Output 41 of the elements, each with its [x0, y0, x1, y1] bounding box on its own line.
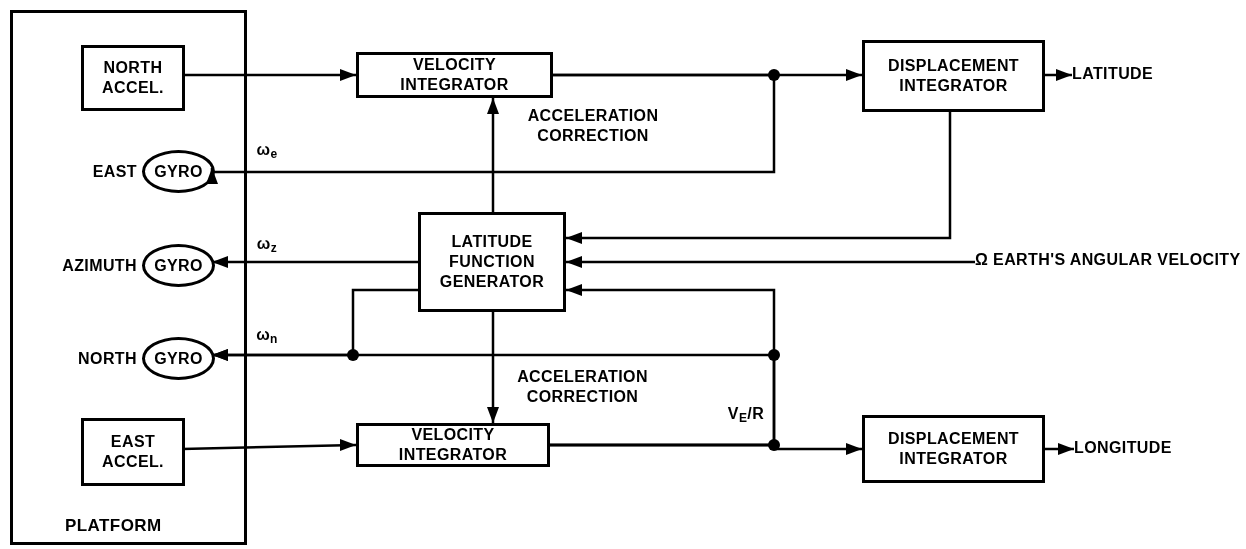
- output-text: LONGITUDE: [1074, 438, 1224, 460]
- process-box: [418, 212, 566, 312]
- box-label: GYRO: [154, 161, 203, 182]
- box-label: VELOCITY INTEGRATOR: [397, 425, 509, 465]
- arrow: [212, 256, 418, 268]
- arrow: [182, 69, 356, 81]
- arrow: [206, 73, 776, 184]
- box-label: GYRO: [154, 348, 203, 369]
- arrow: [212, 349, 776, 447]
- process-box: [356, 423, 550, 467]
- platform-box: [10, 10, 247, 545]
- box-label: LATITUDE FUNCTION GENERATOR: [438, 232, 546, 292]
- box-label: GYRO: [154, 255, 203, 276]
- box-label: DISPLACEMENT INTEGRATOR: [887, 56, 1020, 96]
- gyro-axis-label: AZIMUTH: [61, 256, 137, 276]
- edge-label: ω$_{n}$: [255, 325, 279, 345]
- edge-label: ω$_{e}$: [255, 140, 279, 160]
- box-label: VELOCITY INTEGRATOR: [399, 55, 510, 95]
- process-box: [356, 52, 553, 98]
- gyro-axis-label: EAST: [91, 162, 137, 182]
- box-label: EAST ACCEL.: [101, 432, 165, 472]
- process-box: [81, 418, 185, 486]
- gyro-axis-label: NORTH: [77, 349, 137, 369]
- edge-label: ACCELERATION CORRECTION: [526, 106, 660, 146]
- arrow: [1045, 443, 1074, 455]
- process-box: [862, 415, 1045, 483]
- edge-label: ω$_{z}$: [255, 234, 279, 254]
- box-label: NORTH ACCEL.: [101, 58, 165, 98]
- arrow: [487, 312, 499, 423]
- box-label: DISPLACEMENT INTEGRATOR: [887, 429, 1020, 469]
- process-box: [81, 45, 185, 111]
- arrow: [566, 112, 952, 244]
- platform-label: PLATFORM: [65, 514, 162, 537]
- arrow: [487, 98, 499, 212]
- output-text: LATITUDE: [1072, 64, 1212, 86]
- process-box: [862, 40, 1045, 112]
- arrow: [566, 256, 975, 268]
- edge-label: ACCELERATION CORRECTION: [516, 367, 649, 407]
- output-text: Ω EARTH'S ANGULAR VELOCITY: [975, 250, 1243, 294]
- edge-label: V$_{E}$/R: [726, 404, 766, 424]
- arrow: [1045, 69, 1072, 81]
